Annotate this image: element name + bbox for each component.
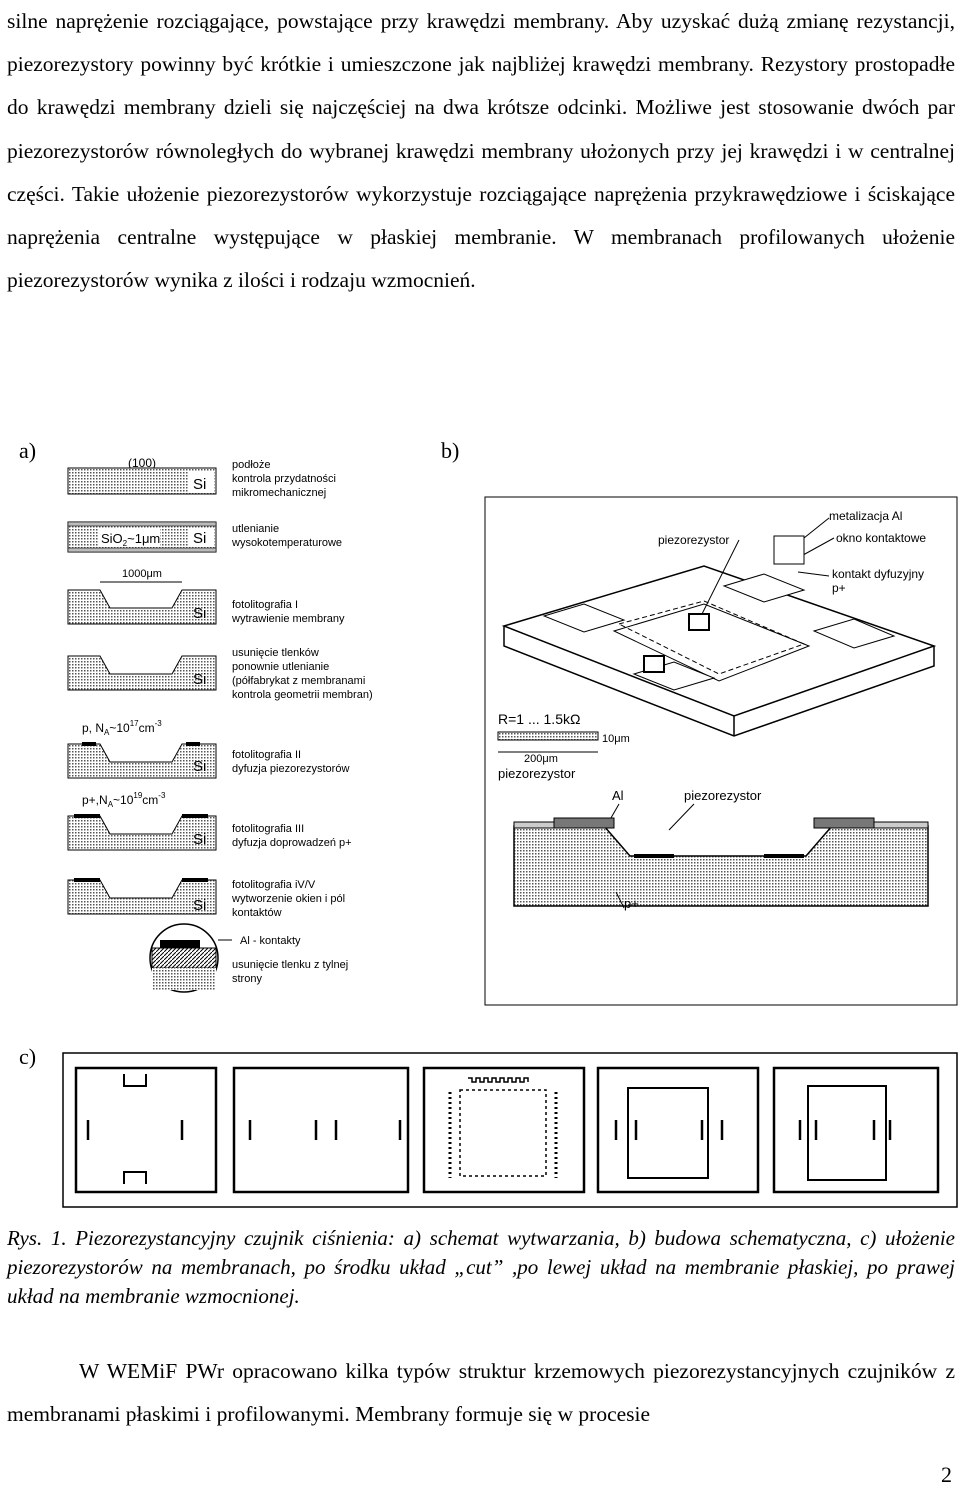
metal-label: metalizacja Al — [829, 509, 902, 523]
si-label: Si — [193, 758, 206, 775]
figure-label-b: b) — [441, 438, 460, 463]
label-100: (100) — [128, 456, 156, 470]
okno-label: okno kontaktowe — [836, 531, 926, 545]
dim-10: 10μm — [602, 733, 630, 745]
al-label: Al — [612, 788, 624, 803]
si-label: Si — [193, 671, 206, 688]
piezo-sec-label: piezorezystor — [684, 788, 762, 803]
sio2-label: SiO2~1μm — [101, 531, 160, 548]
figure-b-sensor-structure: piezorezystor metalizacja Al okno kontak… — [484, 496, 958, 1006]
si-label: Si — [193, 476, 206, 493]
si-label: Si — [193, 897, 206, 914]
layout-reinforced-2 — [772, 1066, 940, 1194]
step8-text: Al - kontakty — [240, 935, 301, 947]
layout-cut — [422, 1066, 586, 1194]
piezo-small-label: piezorezystor — [498, 766, 576, 781]
dopant-label-2: p+,NA~1019cm-3 — [82, 791, 166, 809]
figure-label-a: a) — [19, 438, 37, 463]
layout-reinforced-1 — [596, 1066, 760, 1194]
si-label: Si — [193, 530, 206, 547]
pplus-label: p+ — [624, 896, 639, 911]
piezo-top-label: piezorezystor — [658, 533, 729, 547]
dopant-label-1: p, NA~1017cm-3 — [82, 719, 162, 737]
body-paragraph-1: silne naprężenie rozciągające, powstając… — [7, 9, 955, 293]
resistance-range: R=1 ... 1.5kΩ — [498, 711, 580, 727]
layout-plain — [232, 1066, 410, 1194]
figure-label-c: c) — [19, 1044, 37, 1069]
layout-flat-membrane — [74, 1066, 218, 1194]
si-label: Si — [193, 605, 206, 622]
figure-c-layouts — [62, 1052, 958, 1208]
dim-200: 200μm — [524, 753, 558, 765]
page-number: 2 — [941, 1462, 952, 1487]
si-label: Si — [193, 831, 206, 848]
body-paragraph-2: W WEMiF PWr opracowano kilka typów struk… — [7, 1359, 955, 1427]
figure-caption: Rys. 1. Piezorezystancyjny czujnik ciśni… — [7, 1226, 955, 1308]
dim-1000: 1000μm — [122, 568, 162, 580]
